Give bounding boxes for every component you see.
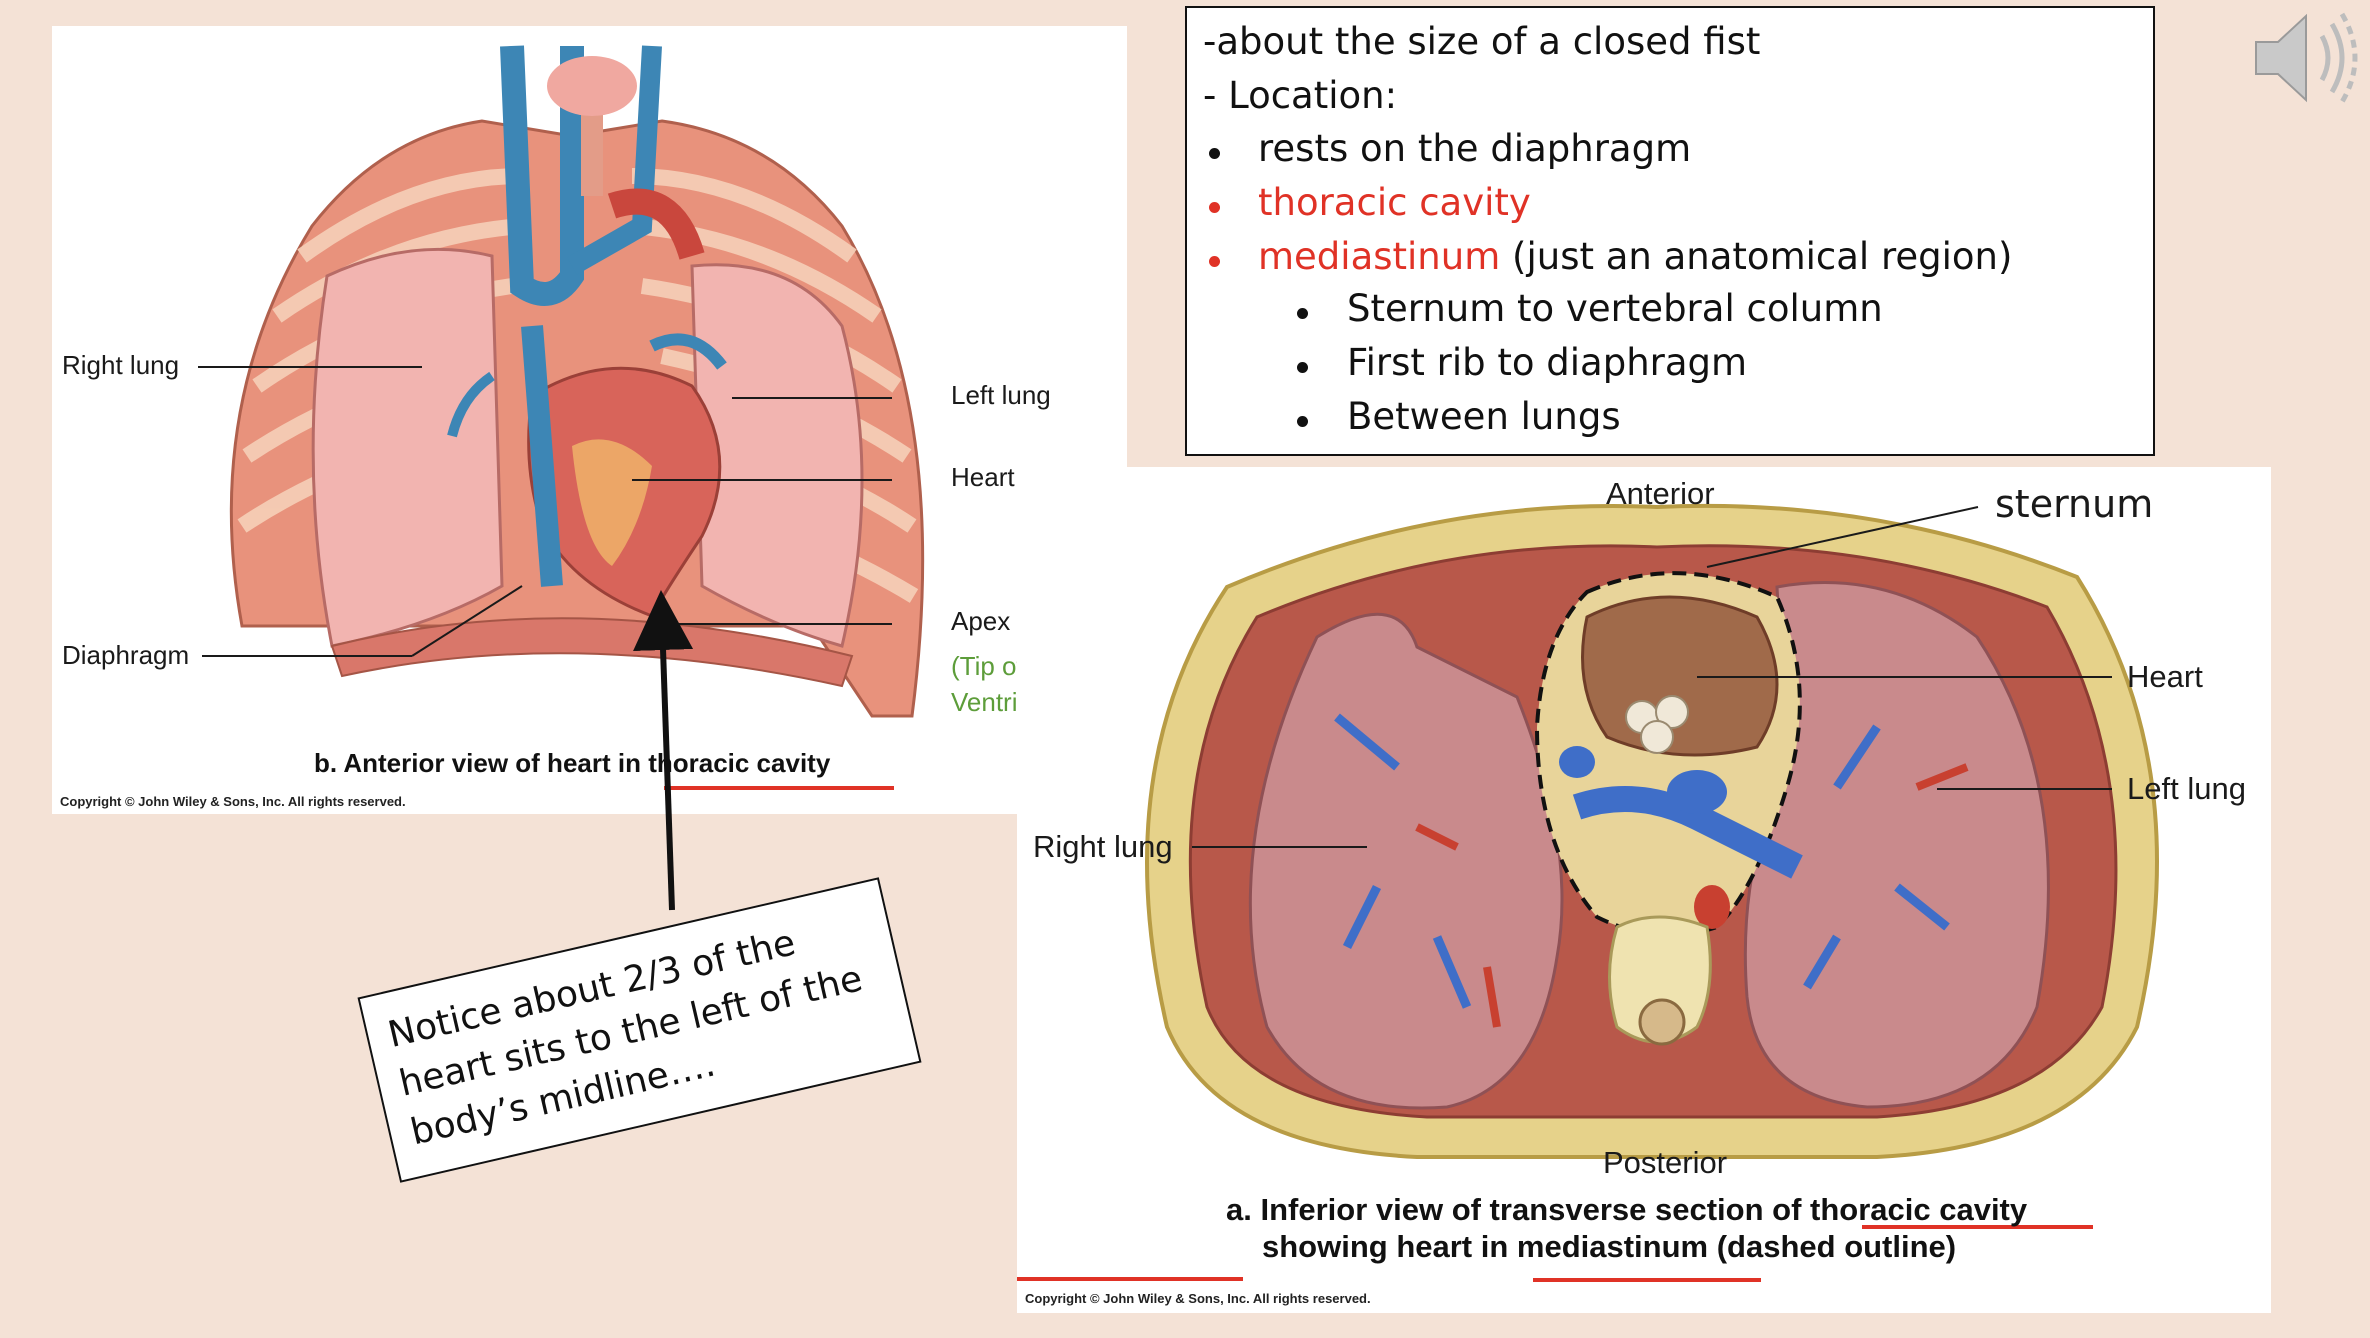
mediastinum-description: (just an anatomical region) xyxy=(1500,235,2013,278)
bullet-thoracic-cavity: thoracic cavity xyxy=(1258,181,1531,224)
bullet-dot-red xyxy=(1209,256,1220,267)
textbox-line-location: - Location: xyxy=(1203,74,1398,117)
sub-bullet-first-rib: First rib to diaphragm xyxy=(1347,341,1748,384)
caption-inferior-view-line1: a. Inferior view of transverse section o… xyxy=(1226,1192,2028,1227)
label-heart-section: Heart xyxy=(2127,659,2203,694)
thorax-illustration xyxy=(198,45,925,790)
label-right-lung: Right lung xyxy=(62,350,180,380)
label-posterior: Posterior xyxy=(1603,1145,1728,1180)
label-anterior: Anterior xyxy=(1606,476,1715,511)
label-diaphragm: Diaphragm xyxy=(62,640,190,670)
sub-bullet-dot xyxy=(1297,362,1308,373)
sub-bullet-sternum: Sternum to vertebral column xyxy=(1347,287,1883,330)
bullet-mediastinum: mediastinum (just an anatomical region) xyxy=(1258,235,2012,278)
anterior-heart-figure: Right lung Diaphragm Left lung Heart Ape… xyxy=(52,26,1127,814)
bullet-dot xyxy=(1209,148,1220,159)
speaker-icon[interactable] xyxy=(2250,4,2365,112)
label-right-lung-section: Right lung xyxy=(1033,829,1173,864)
bullet-dot-red xyxy=(1209,202,1220,213)
mediastinum-term: mediastinum xyxy=(1258,235,1501,278)
caption-inferior-view-line2: showing heart in mediastinum (dashed out… xyxy=(1262,1229,1957,1264)
caption-anterior-view: b. Anterior view of heart in thoracic ca… xyxy=(314,748,831,778)
sub-bullet-dot xyxy=(1297,416,1308,427)
label-left-lung-section: Left lung xyxy=(2127,771,2246,806)
sub-bullet-between-lungs: Between lungs xyxy=(1347,395,1621,438)
label-sternum: sternum xyxy=(1995,482,2154,526)
heart-location-textbox: -about the size of a closed fist - Locat… xyxy=(1185,6,2155,456)
label-left-lung: Left lung xyxy=(951,380,1051,410)
textbox-line-size: -about the size of a closed fist xyxy=(1203,20,1761,63)
transverse-section-illustration xyxy=(1017,503,2159,1281)
underline-mediastinum-caption xyxy=(1533,1278,1761,1282)
copyright-left: Copyright © John Wiley & Sons, Inc. All … xyxy=(60,794,406,809)
label-heart: Heart xyxy=(951,462,1015,492)
copyright-right: Copyright © John Wiley & Sons, Inc. All … xyxy=(1025,1291,1371,1306)
transverse-section-figure: Anterior sternum Heart Left lung Right l… xyxy=(1017,467,2271,1313)
sub-bullet-dot xyxy=(1297,308,1308,319)
bullet-rests-on-diaphragm: rests on the diaphragm xyxy=(1258,127,1692,170)
